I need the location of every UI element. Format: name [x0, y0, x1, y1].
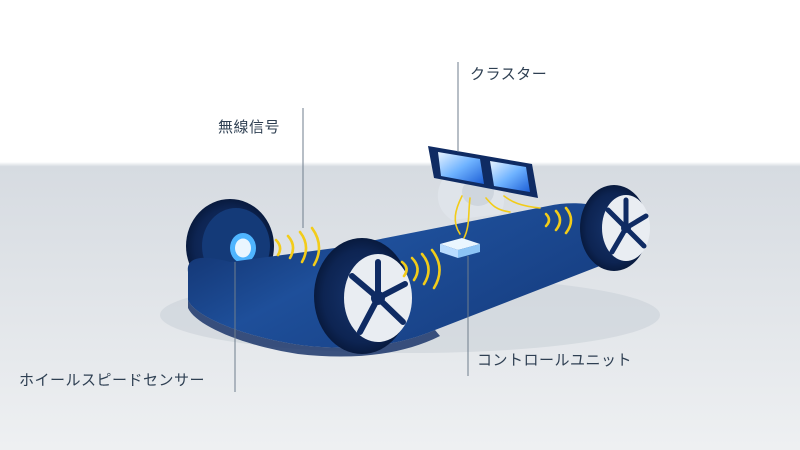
wheel-front-left	[314, 238, 412, 354]
chassis-body	[187, 203, 630, 348]
leader-lines	[234, 62, 469, 392]
control-unit-icon	[440, 238, 480, 258]
cluster-display-icon	[428, 146, 538, 198]
sensor-ring-icon	[230, 233, 256, 263]
chassis-edge	[188, 300, 440, 357]
wheel-rear-right	[580, 185, 650, 271]
signal-wave-icon	[274, 206, 573, 290]
label-control-unit: コントロールユニット	[477, 351, 633, 369]
label-wireless-signal: 無線信号	[218, 118, 281, 136]
label-cluster: クラスター	[470, 65, 548, 83]
label-wheel-speed-sensor: ホイールスピードセンサー	[19, 371, 206, 389]
wiring	[454, 195, 541, 239]
